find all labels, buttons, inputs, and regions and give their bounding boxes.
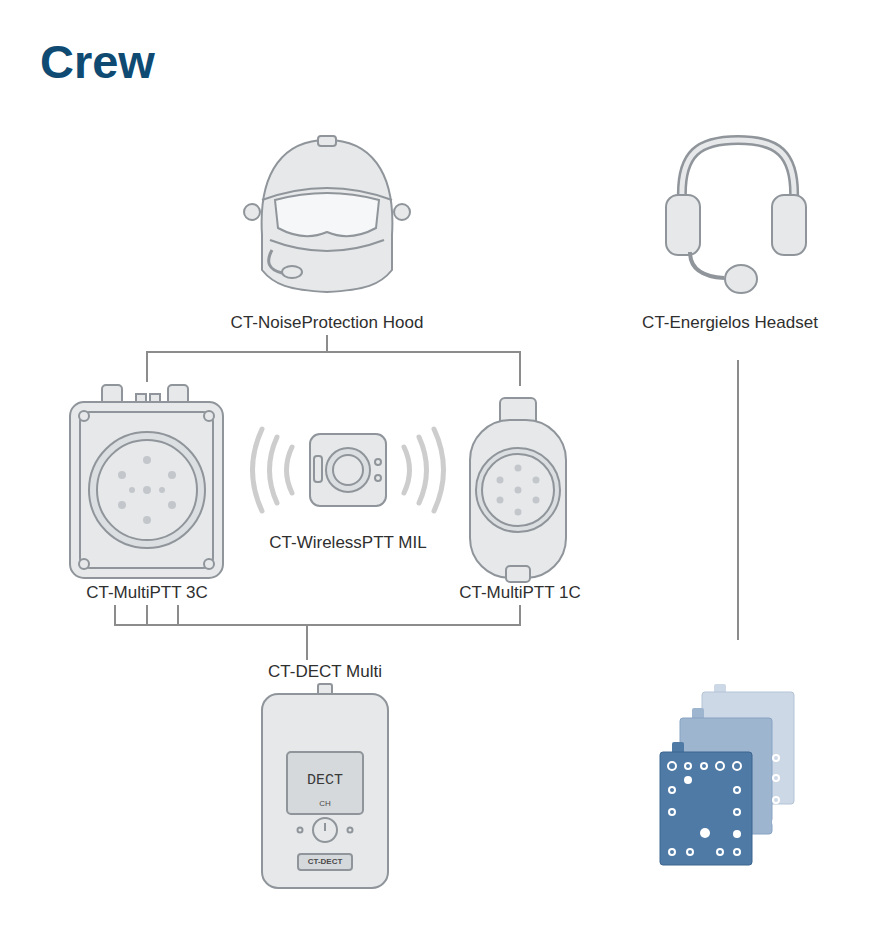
product-label: CT-MultiPTT 3C: [84, 583, 210, 603]
device-marking: CH: [319, 800, 331, 809]
cable-connector: [147, 605, 307, 660]
device-marking: CT-DECT: [308, 858, 343, 867]
product-label: CT-WirelessPTT MIL: [267, 533, 428, 553]
headset-illustration: [666, 140, 806, 293]
cable-connector: [115, 605, 307, 660]
wireless-ptt-illustration: [310, 434, 386, 506]
product-node: CT-WirelessPTT MIL: [262, 428, 433, 555]
product-label: CT-NoiseProtection Hood: [229, 313, 426, 333]
product-node: CT-Energielos Headset: [620, 135, 840, 335]
cable-connector: [178, 605, 307, 660]
dect-illustration: [262, 684, 388, 888]
diagram-title: Crew: [40, 36, 155, 88]
panel-stack-illustration: [660, 684, 794, 865]
product-node: CT-NoiseProtection Hood: [212, 135, 442, 335]
multiptt-1c-illustration: [470, 398, 566, 582]
product-node: CT-MultiPTT 3C: [57, 382, 237, 605]
radio-waves: [253, 429, 444, 511]
product-label: CT-Energielos Headset: [640, 313, 820, 333]
product-label: CT-MultiPTT 1C: [457, 583, 583, 603]
cable-connector: [327, 335, 520, 386]
product-label: CT-DECT Multi: [266, 662, 384, 682]
headset-wire: [737, 360, 739, 640]
cable-connector: [147, 335, 327, 382]
cable-connector: [307, 605, 520, 660]
product-node: CT-MultiPTT 1C: [440, 386, 600, 605]
device-marking: DECT: [307, 773, 343, 790]
multiptt-3c-illustration: [70, 385, 223, 578]
hood-illustration: [244, 136, 410, 292]
